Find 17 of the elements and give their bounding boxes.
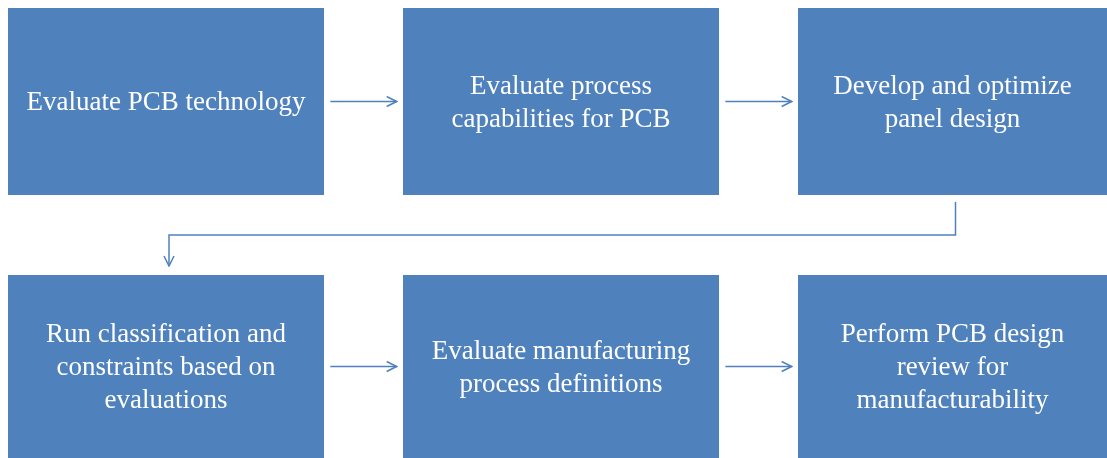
process-box: [403, 8, 719, 195]
arrow: [724, 360, 793, 373]
box-label: Run classification and constraints based on evaluations: [45, 317, 287, 416]
process-box: [8, 275, 324, 458]
box-label: Develop and optimize panel design: [832, 68, 1073, 135]
process-box: [8, 8, 324, 195]
arrow: [163, 201, 957, 267]
process-box: [798, 275, 1107, 458]
process-box: [798, 8, 1107, 195]
arrow: [329, 360, 398, 373]
box-label: Perform PCB design review for manufacturability: [839, 317, 1066, 416]
box-label: Evaluate PCB technology: [26, 85, 306, 118]
box-label: Evaluate manufacturing process definitions: [430, 333, 692, 400]
process-box: [403, 275, 719, 458]
arrow: [724, 95, 793, 108]
box-label: Evaluate process capabilities for PCB: [450, 68, 672, 135]
arrow: [329, 95, 398, 108]
